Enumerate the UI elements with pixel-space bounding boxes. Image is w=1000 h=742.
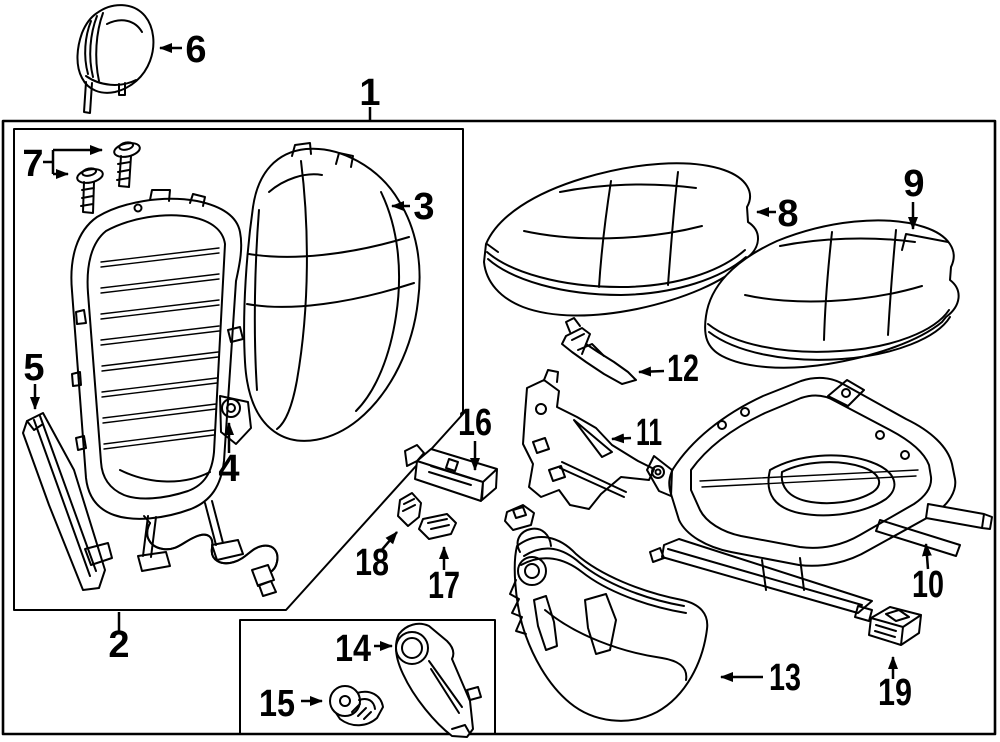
cushion8-piping xyxy=(486,249,747,296)
headrest-folds xyxy=(84,12,104,82)
bracket16-details xyxy=(428,458,474,486)
cushion9-piping xyxy=(707,309,951,361)
cover14-details xyxy=(428,660,482,733)
shield-hook xyxy=(509,527,552,635)
bracket-12-drawing xyxy=(561,317,637,385)
callout-2-label[interactable]: 2 xyxy=(108,624,129,666)
clip-18-drawing xyxy=(397,492,422,527)
callout-7-label[interactable]: 7 xyxy=(22,143,43,185)
cushion9-seams xyxy=(744,229,949,341)
bracket-16-drawing xyxy=(404,444,498,502)
recliner-bracket xyxy=(219,395,252,445)
recliner-handle-drawing xyxy=(329,685,384,727)
callout-1-label[interactable]: 1 xyxy=(359,72,380,114)
callout-14-label[interactable]: 14 xyxy=(335,628,371,670)
frame-springs xyxy=(100,247,220,450)
callout-18-arrow xyxy=(379,531,398,553)
callout-15-label[interactable]: 15 xyxy=(259,683,295,725)
frame-top-tabs xyxy=(149,189,206,207)
seat-track-drawing xyxy=(646,376,993,622)
callout-17-label[interactable]: 17 xyxy=(428,565,460,607)
callout-12-label[interactable]: 12 xyxy=(667,348,699,390)
cushion8-seams xyxy=(486,171,703,288)
headrest-prongs xyxy=(83,81,126,114)
callout-16-label[interactable]: 16 xyxy=(458,402,492,444)
bracket-11-drawing xyxy=(522,369,655,510)
cushion3-cross-seams xyxy=(246,236,415,308)
headrest-drawing xyxy=(76,4,155,114)
outer-border xyxy=(1,119,997,736)
seat-back-cushion-drawing xyxy=(243,142,421,442)
cushion9-outline xyxy=(704,219,960,369)
callout-leaders xyxy=(30,43,932,706)
bracket12-outline xyxy=(561,327,637,385)
callout-13-label[interactable]: 13 xyxy=(769,657,801,699)
small-clip-drawing xyxy=(504,504,535,531)
frame-cross-brace xyxy=(119,469,211,483)
assembly-box-1 xyxy=(13,128,464,611)
clip-19-drawing xyxy=(868,606,922,646)
frame-outline xyxy=(70,197,243,520)
seat-back-frame-drawing xyxy=(70,189,252,572)
frame-legs xyxy=(137,500,244,572)
cushion-9-drawing xyxy=(704,219,960,369)
track-outer-rim xyxy=(668,376,957,567)
side-shield-drawing xyxy=(509,527,709,722)
callout-7-bracket xyxy=(43,150,55,174)
cushion3-guides xyxy=(291,142,354,168)
callout-8-label[interactable]: 8 xyxy=(777,193,798,235)
wire-connector xyxy=(251,564,277,597)
cushion-8-drawing xyxy=(483,162,759,317)
shield-piping xyxy=(520,547,688,681)
trim-lines xyxy=(26,415,97,577)
track-rail-details xyxy=(649,519,961,622)
callout-labels: 1 2 3 4 5 6 7 8 9 10 11 12 13 14 15 16 1… xyxy=(22,29,944,725)
assembly-box-14-15 xyxy=(239,619,496,735)
bracket11-details xyxy=(532,369,627,498)
callout-5-label[interactable]: 5 xyxy=(23,347,44,389)
callout-3-label[interactable]: 3 xyxy=(413,186,434,228)
handle15-details xyxy=(351,698,376,720)
cushion3-outline xyxy=(243,147,421,442)
cushion3-center-seam xyxy=(276,160,308,430)
callout-12-arrow xyxy=(638,366,665,377)
side-trim-drawing xyxy=(22,412,113,591)
track-left-tower xyxy=(646,455,673,497)
headrest-seams xyxy=(85,19,143,86)
track-cross-bars xyxy=(699,469,919,488)
trim-tab xyxy=(84,542,113,566)
wire-harness-drawing xyxy=(143,515,279,597)
recliner-cover-drawing xyxy=(394,622,482,738)
callout-10-label[interactable]: 10 xyxy=(912,564,944,606)
clip19-details xyxy=(874,609,910,638)
frame-inner xyxy=(86,214,226,500)
clip18-outline xyxy=(397,492,422,527)
callout-11-label[interactable]: 11 xyxy=(636,412,662,454)
small-clip-notch xyxy=(512,506,527,519)
track-pan xyxy=(767,454,896,517)
bracket12-details xyxy=(565,317,605,357)
screws-drawing xyxy=(76,141,141,214)
callout-19-label[interactable]: 19 xyxy=(878,672,912,714)
clip17-outline xyxy=(418,513,457,540)
callout-10-arrow xyxy=(921,543,932,570)
callout-6-label[interactable]: 6 xyxy=(185,29,206,71)
callout-11-arrow xyxy=(611,433,632,444)
track-handle-bar xyxy=(925,503,993,530)
clip-17-drawing xyxy=(418,513,457,540)
bracket11-outline xyxy=(522,379,655,510)
diagram-borders xyxy=(1,119,997,736)
callout-4-label[interactable]: 4 xyxy=(218,448,239,490)
clip17-details xyxy=(427,518,450,530)
callout-9-label[interactable]: 9 xyxy=(903,163,924,205)
track-top-bracket xyxy=(827,379,865,407)
callout-18-label[interactable]: 18 xyxy=(355,542,389,584)
frame-side-tabs xyxy=(71,309,244,451)
headrest-outline xyxy=(76,4,155,94)
track-inner-rim xyxy=(690,394,933,549)
cushion3-bolster xyxy=(253,173,400,412)
clip18-details xyxy=(402,498,416,512)
